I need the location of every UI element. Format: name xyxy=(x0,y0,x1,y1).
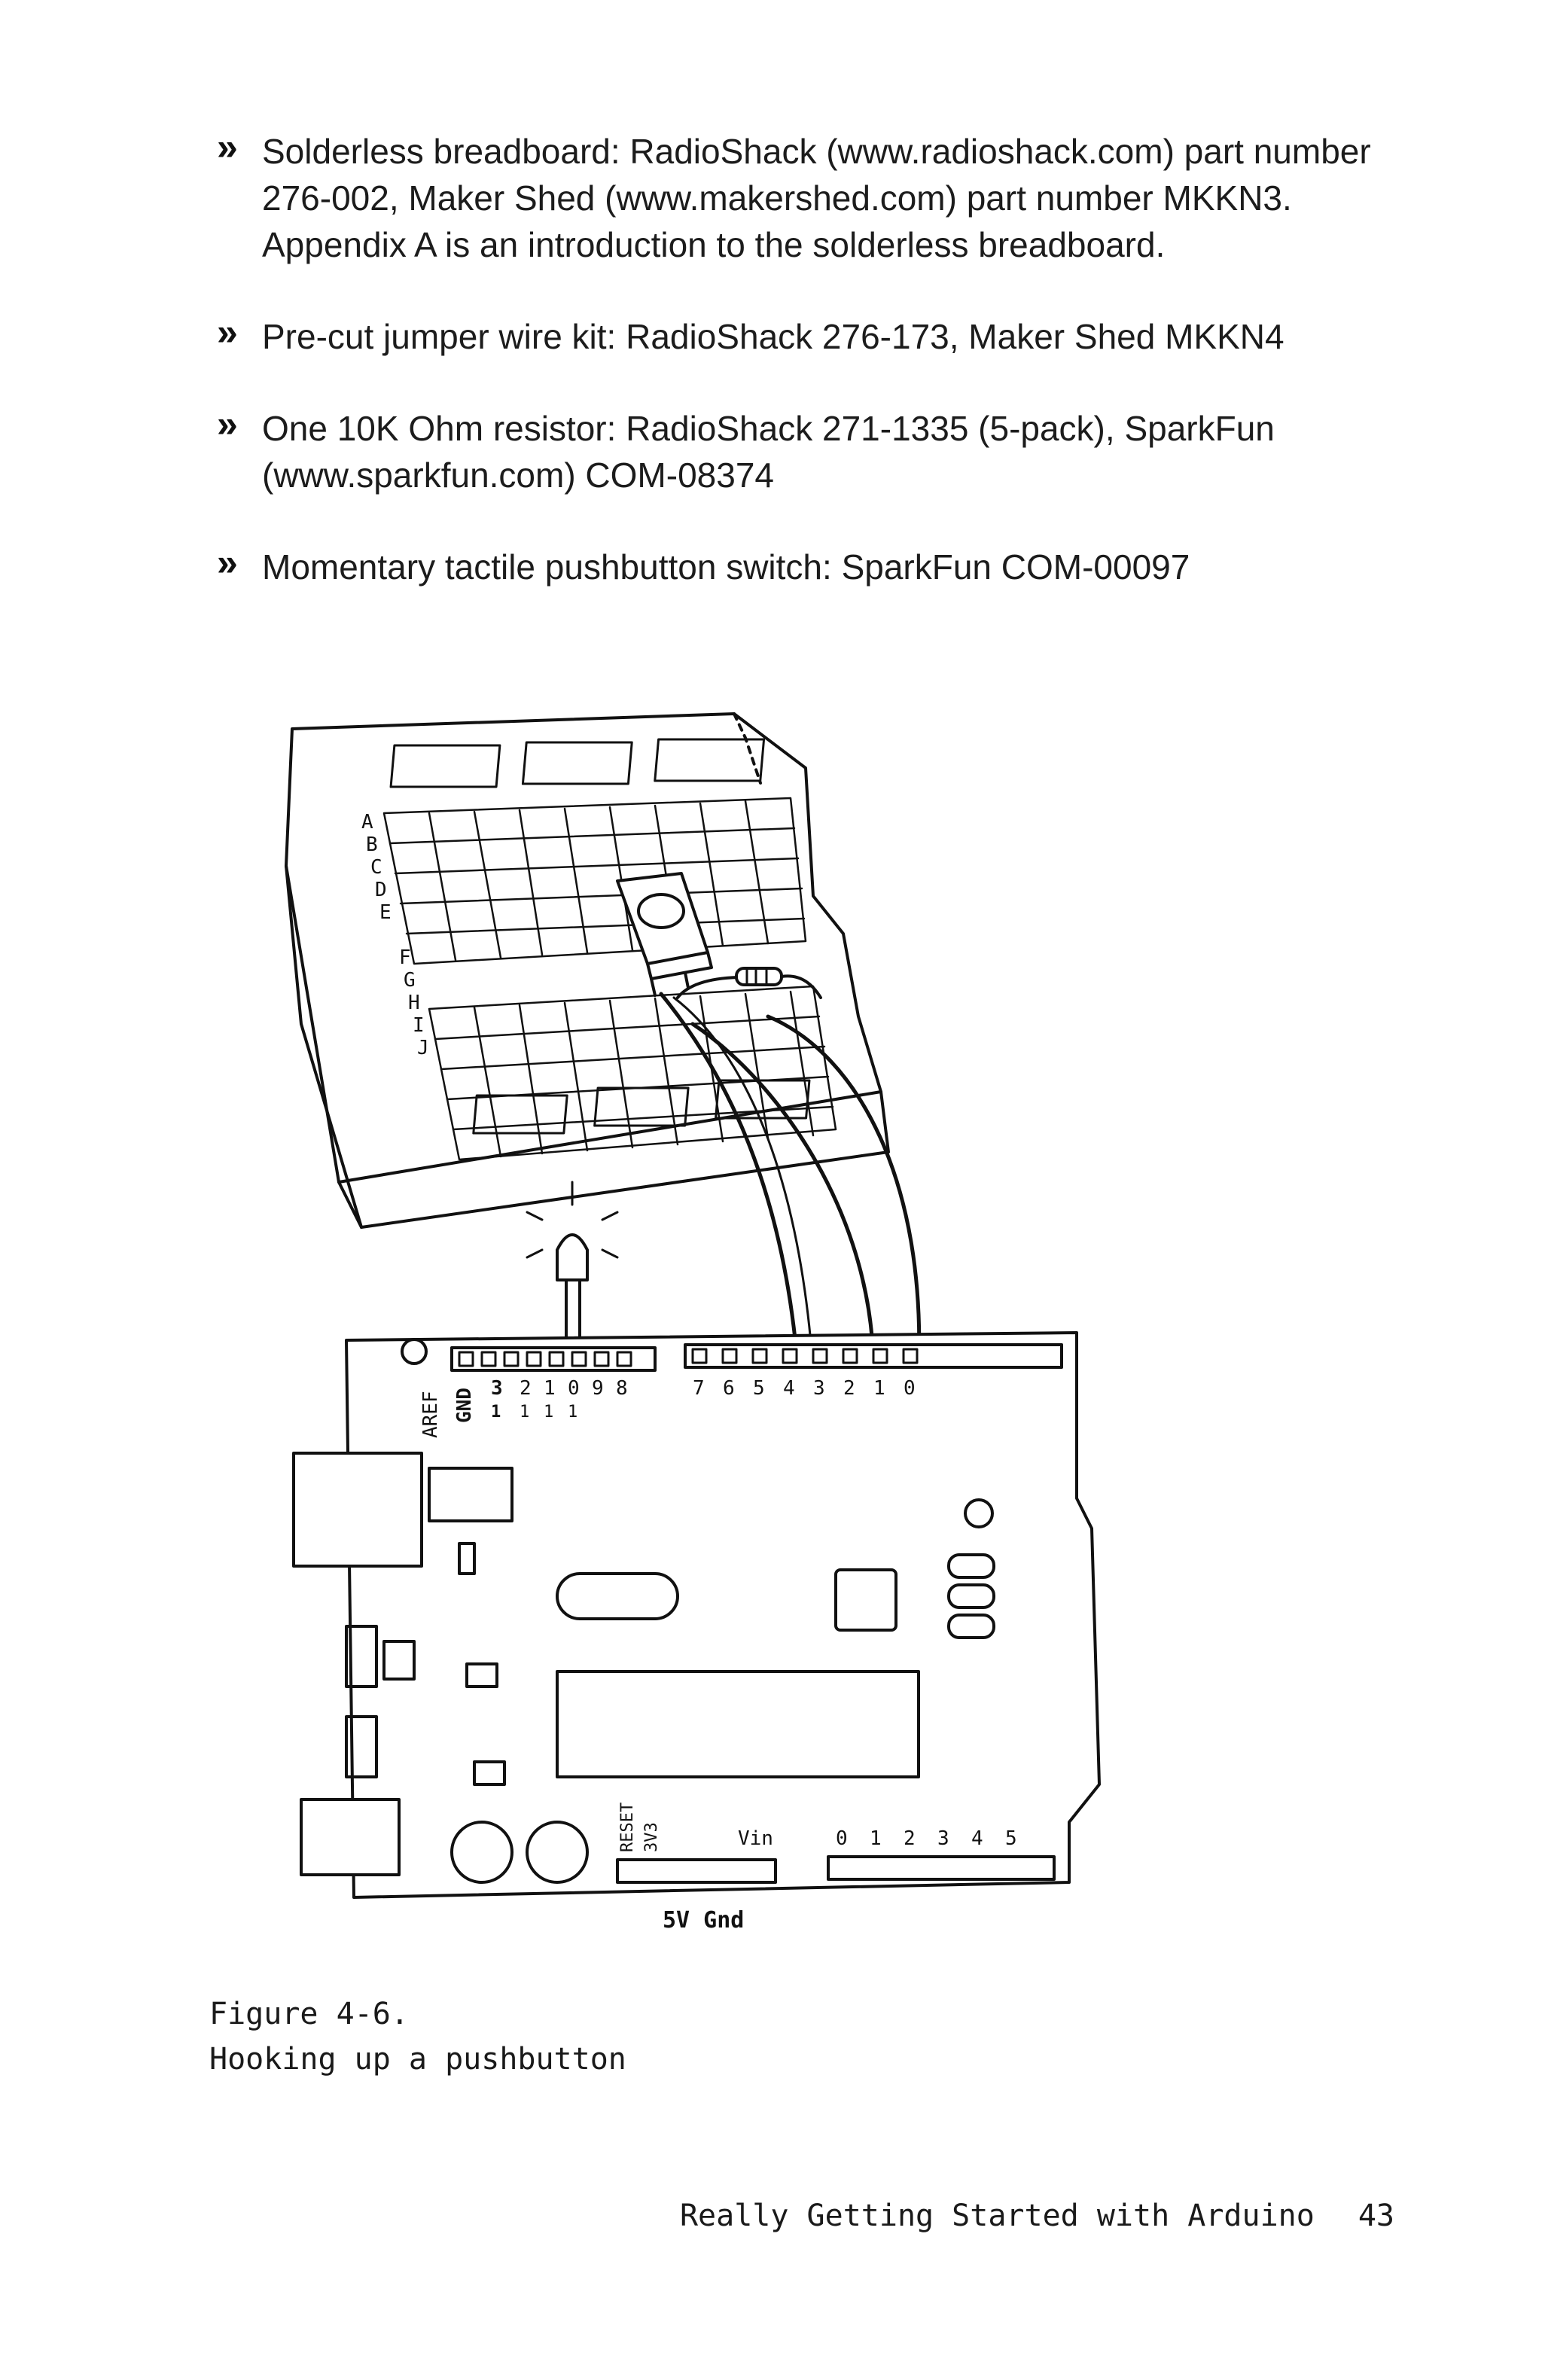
pin-label-aref: AREF xyxy=(419,1391,442,1438)
pin-label: 3 xyxy=(491,1377,503,1400)
led xyxy=(526,1181,619,1342)
page-footer: Really Getting Started with Arduino 43 xyxy=(680,2199,1394,2233)
parts-list: » Solderless breadboard: RadioShack (www… xyxy=(217,126,1391,635)
figure-caption: Hooking up a pushbutton xyxy=(209,2042,626,2077)
pin-label-gnd: GND xyxy=(453,1388,476,1423)
pin-label: 5 xyxy=(1005,1827,1017,1850)
row-label: G xyxy=(404,969,416,992)
pin-label: 2 xyxy=(520,1377,532,1400)
pin-label-vin: Vin xyxy=(738,1827,773,1850)
bullet-marker: » xyxy=(217,311,238,353)
pin-label: 1 xyxy=(544,1377,556,1400)
bullet-marker: » xyxy=(217,541,238,584)
pin-label: 2 xyxy=(904,1827,916,1850)
bullet-marker: » xyxy=(217,403,238,445)
pin-label: 1 xyxy=(520,1403,529,1422)
pushbutton xyxy=(616,872,713,997)
pin-label: 1 xyxy=(870,1827,882,1850)
row-label: D xyxy=(375,879,387,901)
list-item-text: Momentary tactile pushbutton switch: Spa… xyxy=(262,547,1190,587)
pin-label: 1 xyxy=(568,1403,577,1422)
pin-label: 3 xyxy=(813,1377,825,1400)
row-label: E xyxy=(379,901,392,924)
list-item: » One 10K Ohm resistor: RadioShack 271-1… xyxy=(217,403,1391,498)
pin-label: 1 xyxy=(544,1403,553,1422)
row-label: C xyxy=(370,856,382,879)
list-item: » Momentary tactile pushbutton switch: S… xyxy=(217,541,1391,590)
pin-label: 1 xyxy=(873,1377,885,1400)
list-item-text: One 10K Ohm resistor: RadioShack 271-133… xyxy=(262,409,1275,495)
pin-label: 8 xyxy=(616,1377,628,1400)
pin-label-reset: RESET xyxy=(618,1803,637,1852)
pin-label: 5 xyxy=(753,1377,765,1400)
list-item: » Solderless breadboard: RadioShack (www… xyxy=(217,126,1391,268)
pin-label: 2 xyxy=(843,1377,855,1400)
page-number: 43 xyxy=(1358,2199,1394,2233)
list-item-text: Pre-cut jumper wire kit: RadioShack 276-… xyxy=(262,317,1284,356)
pin-label: 6 xyxy=(723,1377,735,1400)
book-title: Really Getting Started with Arduino xyxy=(679,2199,1315,2233)
pin-label: 1 xyxy=(491,1403,501,1422)
row-label: B xyxy=(366,833,378,856)
row-label: F xyxy=(399,946,411,969)
pin-label: 4 xyxy=(971,1827,983,1850)
row-label: J xyxy=(417,1037,429,1059)
arduino-board: AREF GND 3 2 1 0 9 8 1 1 1 1 7 6 5 4 3 xyxy=(292,1331,1101,1934)
pin-label: 0 xyxy=(568,1377,580,1400)
pin-label: 4 xyxy=(783,1377,795,1400)
list-item: » Pre-cut jumper wire kit: RadioShack 27… xyxy=(217,311,1391,360)
jumper-wires xyxy=(659,992,922,1696)
row-label: H xyxy=(408,992,420,1014)
pin-label: 3 xyxy=(937,1827,949,1850)
breadboard: A B C D E F G H I J xyxy=(285,712,890,1229)
bullet-marker: » xyxy=(217,126,238,168)
row-label: I xyxy=(413,1014,425,1037)
pin-label: 9 xyxy=(592,1377,604,1400)
pin-label: 7 xyxy=(693,1377,705,1400)
pin-label: 0 xyxy=(904,1377,916,1400)
figure-number: Figure 4-6. xyxy=(209,1997,409,2031)
pin-label: 0 xyxy=(836,1827,848,1850)
pin-label-5v-gnd: 5V Gnd xyxy=(663,1907,744,1934)
row-label: A xyxy=(361,811,373,833)
pin-label-3v3: 3V3 xyxy=(642,1822,661,1852)
pushbutton-wiring-illustration: A B C D E F G H I J xyxy=(211,693,1265,1973)
list-item-text: Solderless breadboard: RadioShack (www.r… xyxy=(262,132,1371,264)
resistor xyxy=(676,967,822,999)
